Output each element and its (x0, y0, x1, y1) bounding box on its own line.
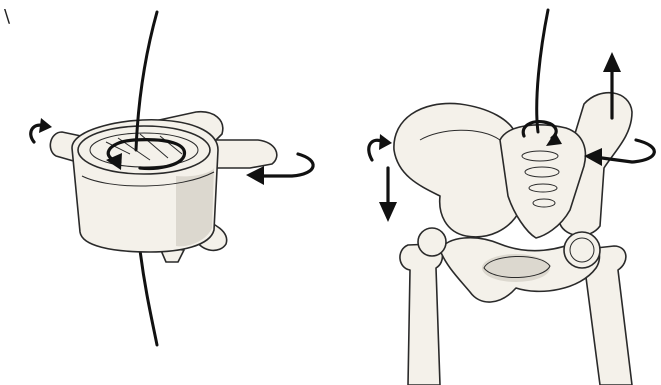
pelvis-left-ilium (394, 103, 520, 236)
pelvis-up-arrowhead (603, 52, 621, 72)
pelvis-panel (369, 10, 655, 385)
vertebra-right-curl-arrowhead (246, 166, 264, 185)
pelvis-left-curl-arrowhead (379, 134, 392, 150)
right-femoral-head (564, 232, 600, 268)
pelvis-axis (537, 10, 548, 132)
vertebra-panel (31, 12, 313, 345)
pelvis-down-arrowhead (379, 202, 397, 222)
left-femur (400, 244, 442, 385)
corner-mark: \ (4, 6, 11, 27)
vertebra-left-curl-arrowhead (39, 118, 52, 133)
left-femoral-head (418, 228, 446, 256)
vertebra-axis-lower (140, 250, 157, 345)
